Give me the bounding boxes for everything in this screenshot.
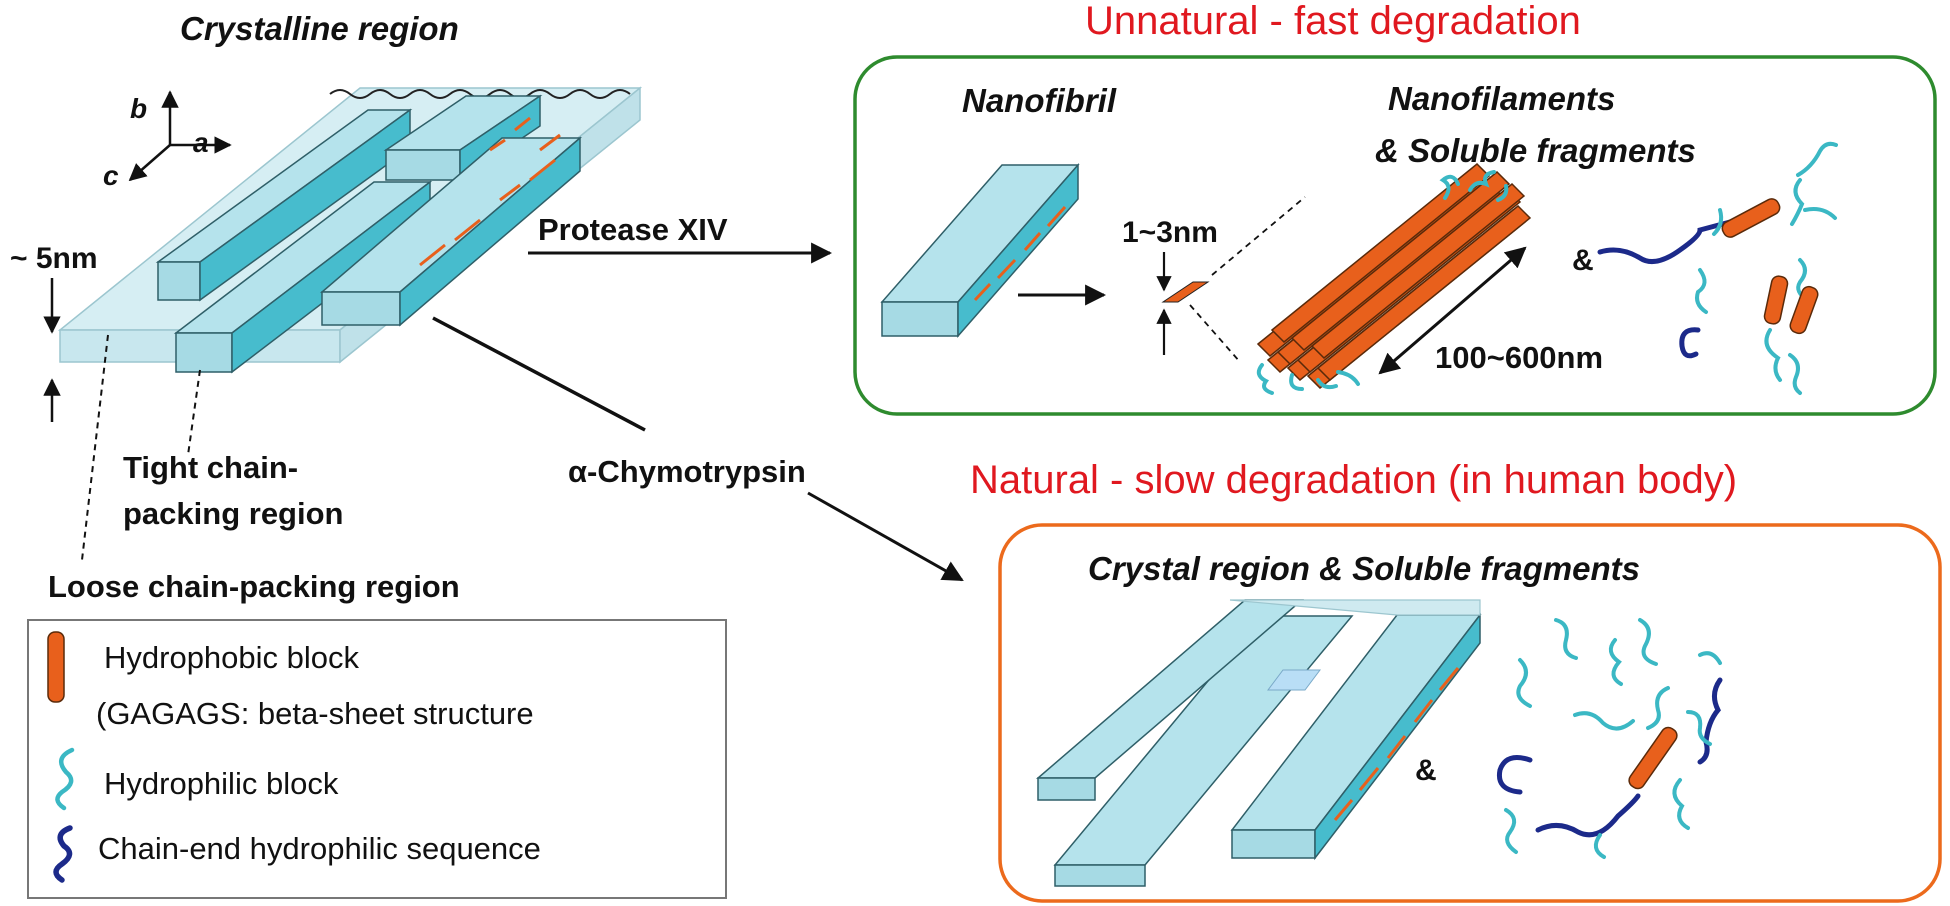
chymotrypsin-line <box>432 316 646 432</box>
natural-box <box>998 523 1942 903</box>
nanofibril-bar <box>880 163 1080 338</box>
single-nanofilament <box>1161 281 1210 303</box>
crystalline-region-title: Crystalline region <box>180 10 459 47</box>
hydrophilic-block-icon <box>55 747 75 811</box>
axis-a-label: a <box>193 127 209 158</box>
partially-degraded-crystal <box>1035 599 1482 887</box>
legend-hydrophobic-label-2: (GAGAGS: beta-sheet structure <box>96 696 534 731</box>
unnatural-hydrophobic-rods <box>1721 198 1819 335</box>
natural-hydrophobic-rod <box>1628 726 1678 790</box>
nanofibril-label: Nanofibril <box>962 82 1117 119</box>
crystal-fragments-title: Crystal region & Soluble fragments <box>1088 550 1640 587</box>
axis-c-label: c <box>103 160 119 191</box>
chain-end-sequence-icon <box>53 825 73 883</box>
chymotrypsin-label: α-Chymotrypsin <box>568 454 806 489</box>
unnatural-soluble-fragments <box>1597 141 1838 395</box>
loose-region-label: Loose chain-packing region <box>48 569 460 604</box>
zoom-lines <box>1189 196 1306 363</box>
legend-chain-end-label: Chain-end hydrophilic sequence <box>98 831 541 866</box>
width-label: 1~3nm <box>1122 216 1218 249</box>
crystalline-region-block <box>57 86 643 374</box>
unnatural-heading: Unnatural - fast degradation <box>1085 0 1581 43</box>
thickness-label: ~ 5nm <box>10 242 98 275</box>
unnatural-box <box>853 55 1937 416</box>
unnatural-ampersand: & <box>1572 244 1594 277</box>
natural-soluble-fragments <box>1496 618 1723 859</box>
nanofilaments-label-1: Nanofilaments <box>1388 80 1615 117</box>
bundle-hydrophilic-ends <box>1256 170 1509 395</box>
protease-label: Protease XIV <box>538 212 728 247</box>
nanofilaments-label-2: & Soluble fragments <box>1375 132 1696 169</box>
region-leader-lines <box>81 334 201 561</box>
legend-hydrophilic-label: Hydrophilic block <box>104 766 339 801</box>
natural-heading: Natural - slow degradation (in human bod… <box>970 458 1737 502</box>
axis-b-label: b <box>130 93 147 124</box>
axes-indicator <box>128 90 232 182</box>
tight-region-label-1: Tight chain- <box>123 450 298 485</box>
natural-ampersand: & <box>1415 754 1437 787</box>
hydrophobic-block-icon <box>47 631 65 703</box>
length-arrow <box>1378 246 1527 375</box>
legend-box <box>27 619 727 899</box>
chymotrypsin-arrow <box>807 491 964 582</box>
length-label: 100~600nm <box>1435 340 1603 375</box>
legend-hydrophobic-label-1: Hydrophobic block <box>104 640 360 675</box>
tight-region-label-2: packing region <box>123 496 343 531</box>
